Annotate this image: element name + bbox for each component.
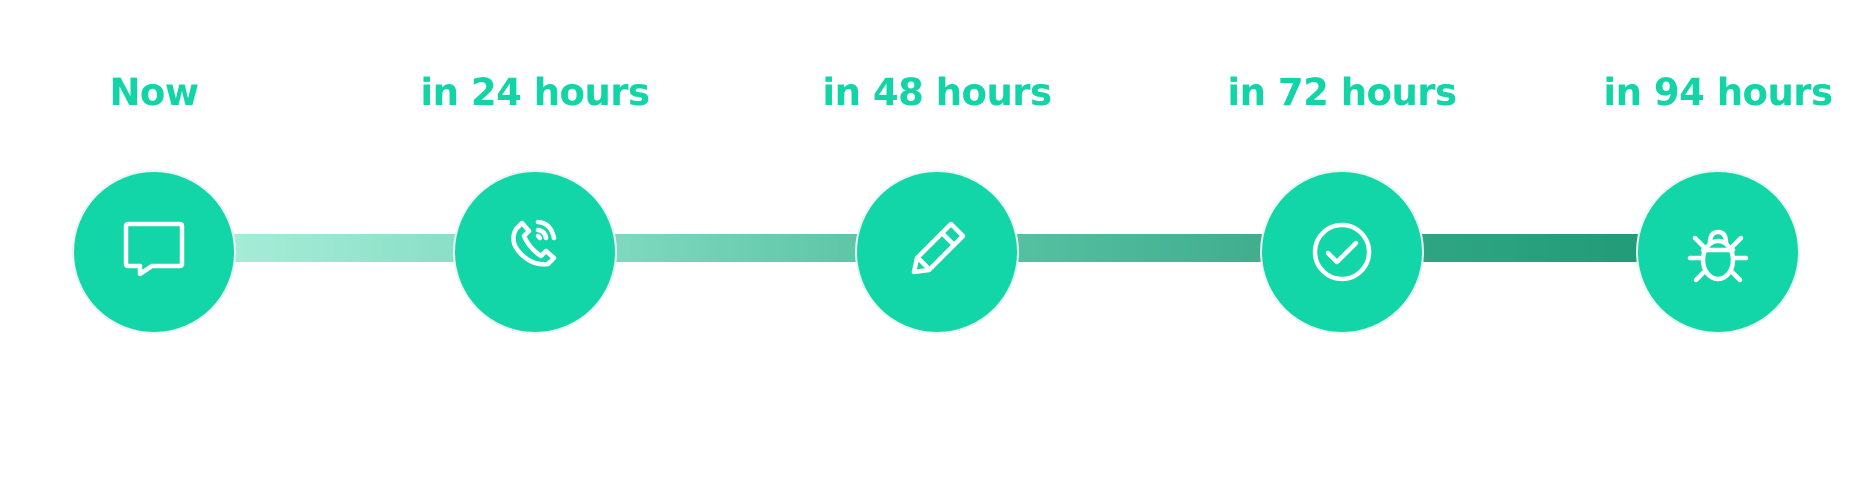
connector-1 [232,234,457,262]
step-node-now [74,172,234,332]
chat-bubble-icon [118,216,190,288]
step-label-48-hours: in 48 hours [822,71,1052,114]
check-circle-icon [1306,216,1378,288]
step-label-94-hours: in 94 hours [1603,71,1833,114]
connector-4 [1420,234,1640,262]
connector-2 [613,234,858,262]
step-label-72-hours: in 72 hours [1227,71,1457,114]
pencil-icon [901,216,973,288]
step-node-48-hours [857,172,1017,332]
connector-3 [1015,234,1265,262]
step-label-24-hours: in 24 hours [420,71,650,114]
bug-icon [1682,216,1754,288]
step-node-24-hours [455,172,615,332]
step-node-94-hours [1638,172,1798,332]
step-node-72-hours [1262,172,1422,332]
phone-call-icon [499,216,571,288]
step-label-now: Now [109,71,199,114]
